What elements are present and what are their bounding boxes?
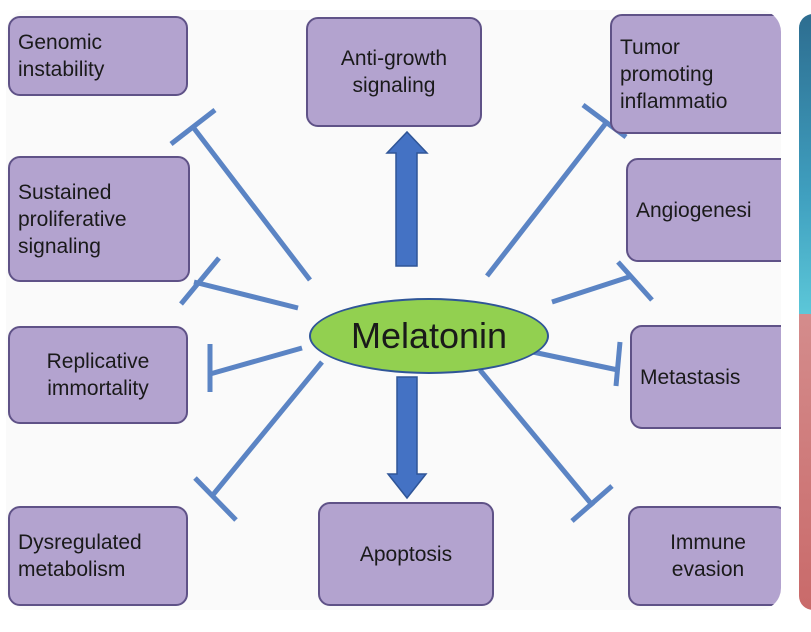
inhibit-line-genomic-instability (191, 125, 312, 282)
node-replicative-immortality: Replicative immortality (8, 326, 188, 424)
node-sustained-proliferative-signaling: Sustained proliferative signaling (8, 156, 190, 282)
inhibit-bar-metastasis (613, 341, 623, 387)
inhibit-line-angiogenesis (551, 273, 633, 305)
inhibit-bar-sustained-proliferative-signaling (179, 256, 221, 306)
inhibit-bar-immune-evasion (570, 484, 614, 523)
inhibit-line-dysregulated-metabolism (210, 360, 324, 498)
node-apoptosis: Apoptosis (318, 502, 494, 606)
arrow-apoptosis (386, 376, 428, 500)
node-immune-evasion: Immune evasion (628, 506, 781, 606)
node-anti-growth-signaling: Anti-growth signaling (306, 17, 482, 127)
node-melatonin: Melatonin (309, 298, 549, 374)
node-metastasis: Metastasis (630, 325, 781, 429)
inhibit-bar-angiogenesis (616, 260, 654, 302)
node-tumor-promoting-inflammation: Tumor promoting inflammatio (610, 14, 781, 134)
arrow-anti-growth-signaling (385, 130, 429, 267)
diagram-card: Genomic instability Anti-growth signalin… (6, 10, 781, 610)
inhibit-line-metastasis (527, 348, 619, 373)
node-genomic-instability: Genomic instability (8, 16, 188, 96)
connector-layer (169, 102, 654, 523)
inhibit-bar-genomic-instability (169, 108, 217, 146)
inhibit-line-immune-evasion (478, 368, 595, 508)
adjacent-image-edge (799, 14, 811, 610)
inhibit-line-replicative-immortality (209, 345, 303, 377)
node-angiogenesis: Angiogenesi (626, 158, 781, 262)
inhibit-bar-dysregulated-metabolism (193, 476, 238, 522)
node-dysregulated-metabolism: Dysregulated metabolism (8, 506, 188, 606)
inhibit-line-sustained-proliferative-signaling (193, 279, 299, 311)
inhibit-line-tumor-promoting-inflammation (485, 121, 608, 278)
